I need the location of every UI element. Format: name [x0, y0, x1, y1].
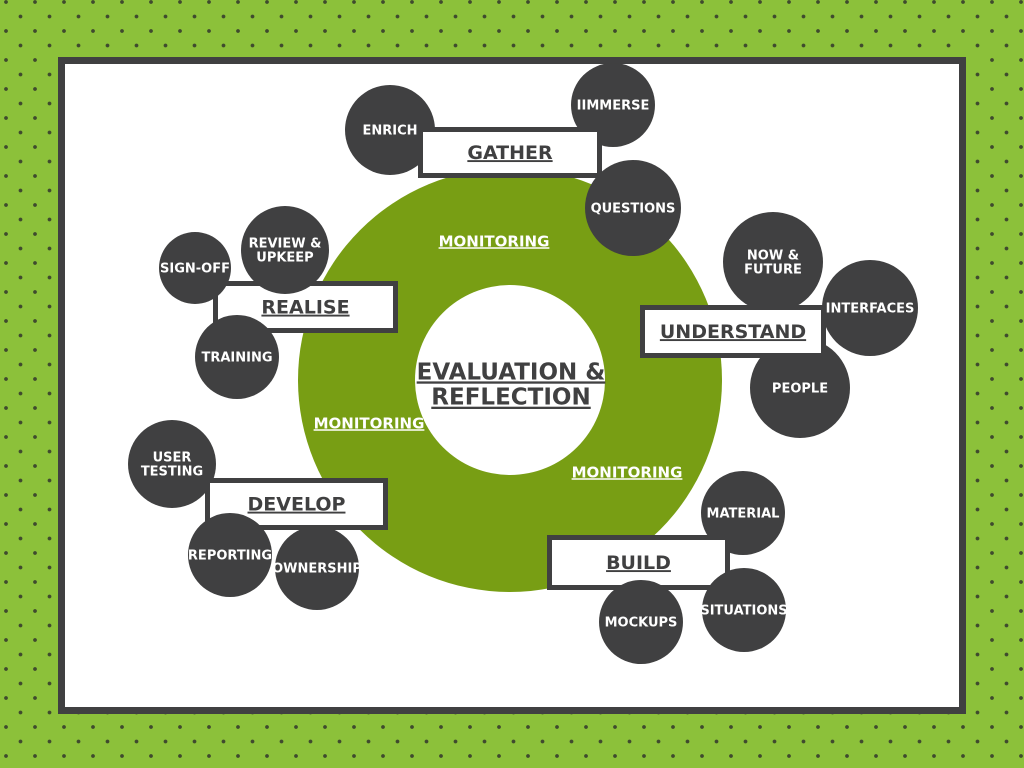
- stage-build: BUILD: [547, 535, 730, 590]
- item-label: OWNERSHIP: [272, 562, 362, 577]
- item-enrich: ENRICH: [345, 85, 435, 175]
- item-iimmerse: IIMMERSE: [571, 63, 655, 147]
- item-label: MATERIAL: [707, 507, 780, 522]
- item-label: REPORTING: [188, 549, 272, 564]
- item-label: REVIEW &UPKEEP: [249, 236, 322, 265]
- stage-gather: GATHER: [418, 127, 602, 178]
- stage-label: BUILD: [606, 552, 671, 574]
- stage-label: REALISE: [261, 297, 349, 319]
- center-title: EVALUATION &REFLECTION: [417, 359, 606, 410]
- item-label: MOCKUPS: [605, 616, 678, 631]
- item-review-upkeep: REVIEW &UPKEEP: [241, 206, 329, 294]
- item-material: MATERIAL: [701, 471, 785, 555]
- item-label: TRAINING: [201, 351, 272, 366]
- stage-label: DEVELOP: [248, 494, 346, 516]
- monitoring-label: MONITORING: [572, 463, 683, 481]
- item-reporting: REPORTING: [188, 513, 272, 597]
- item-label: IIMMERSE: [577, 99, 650, 114]
- item-label: SITUATIONS: [700, 604, 787, 619]
- monitoring-label: MONITORING: [439, 232, 550, 250]
- item-label: INTERFACES: [826, 302, 915, 317]
- item-mockups: MOCKUPS: [599, 580, 683, 664]
- item-questions: QUESTIONS: [585, 160, 681, 256]
- item-ownership: OWNERSHIP: [272, 526, 362, 610]
- item-label: SIGN-OFF: [160, 262, 230, 277]
- item-label: PEOPLE: [772, 382, 828, 397]
- monitoring-label: MONITORING: [314, 414, 425, 432]
- item-now-future: NOW &FUTURE: [723, 212, 823, 312]
- stage-label: GATHER: [467, 142, 553, 164]
- item-label: NOW &FUTURE: [744, 248, 802, 277]
- center-circle: [415, 285, 605, 475]
- item-label: ENRICH: [362, 124, 417, 139]
- item-situations: SITUATIONS: [700, 568, 788, 652]
- item-label: QUESTIONS: [591, 202, 676, 217]
- item-interfaces: INTERFACES: [822, 260, 918, 356]
- item-training: TRAINING: [195, 315, 279, 399]
- item-sign-off: SIGN-OFF: [159, 232, 231, 304]
- stage-understand: UNDERSTAND: [640, 305, 826, 358]
- stage-label: UNDERSTAND: [660, 321, 806, 343]
- stage-develop: DEVELOP: [205, 478, 388, 530]
- item-people: PEOPLE: [750, 338, 850, 438]
